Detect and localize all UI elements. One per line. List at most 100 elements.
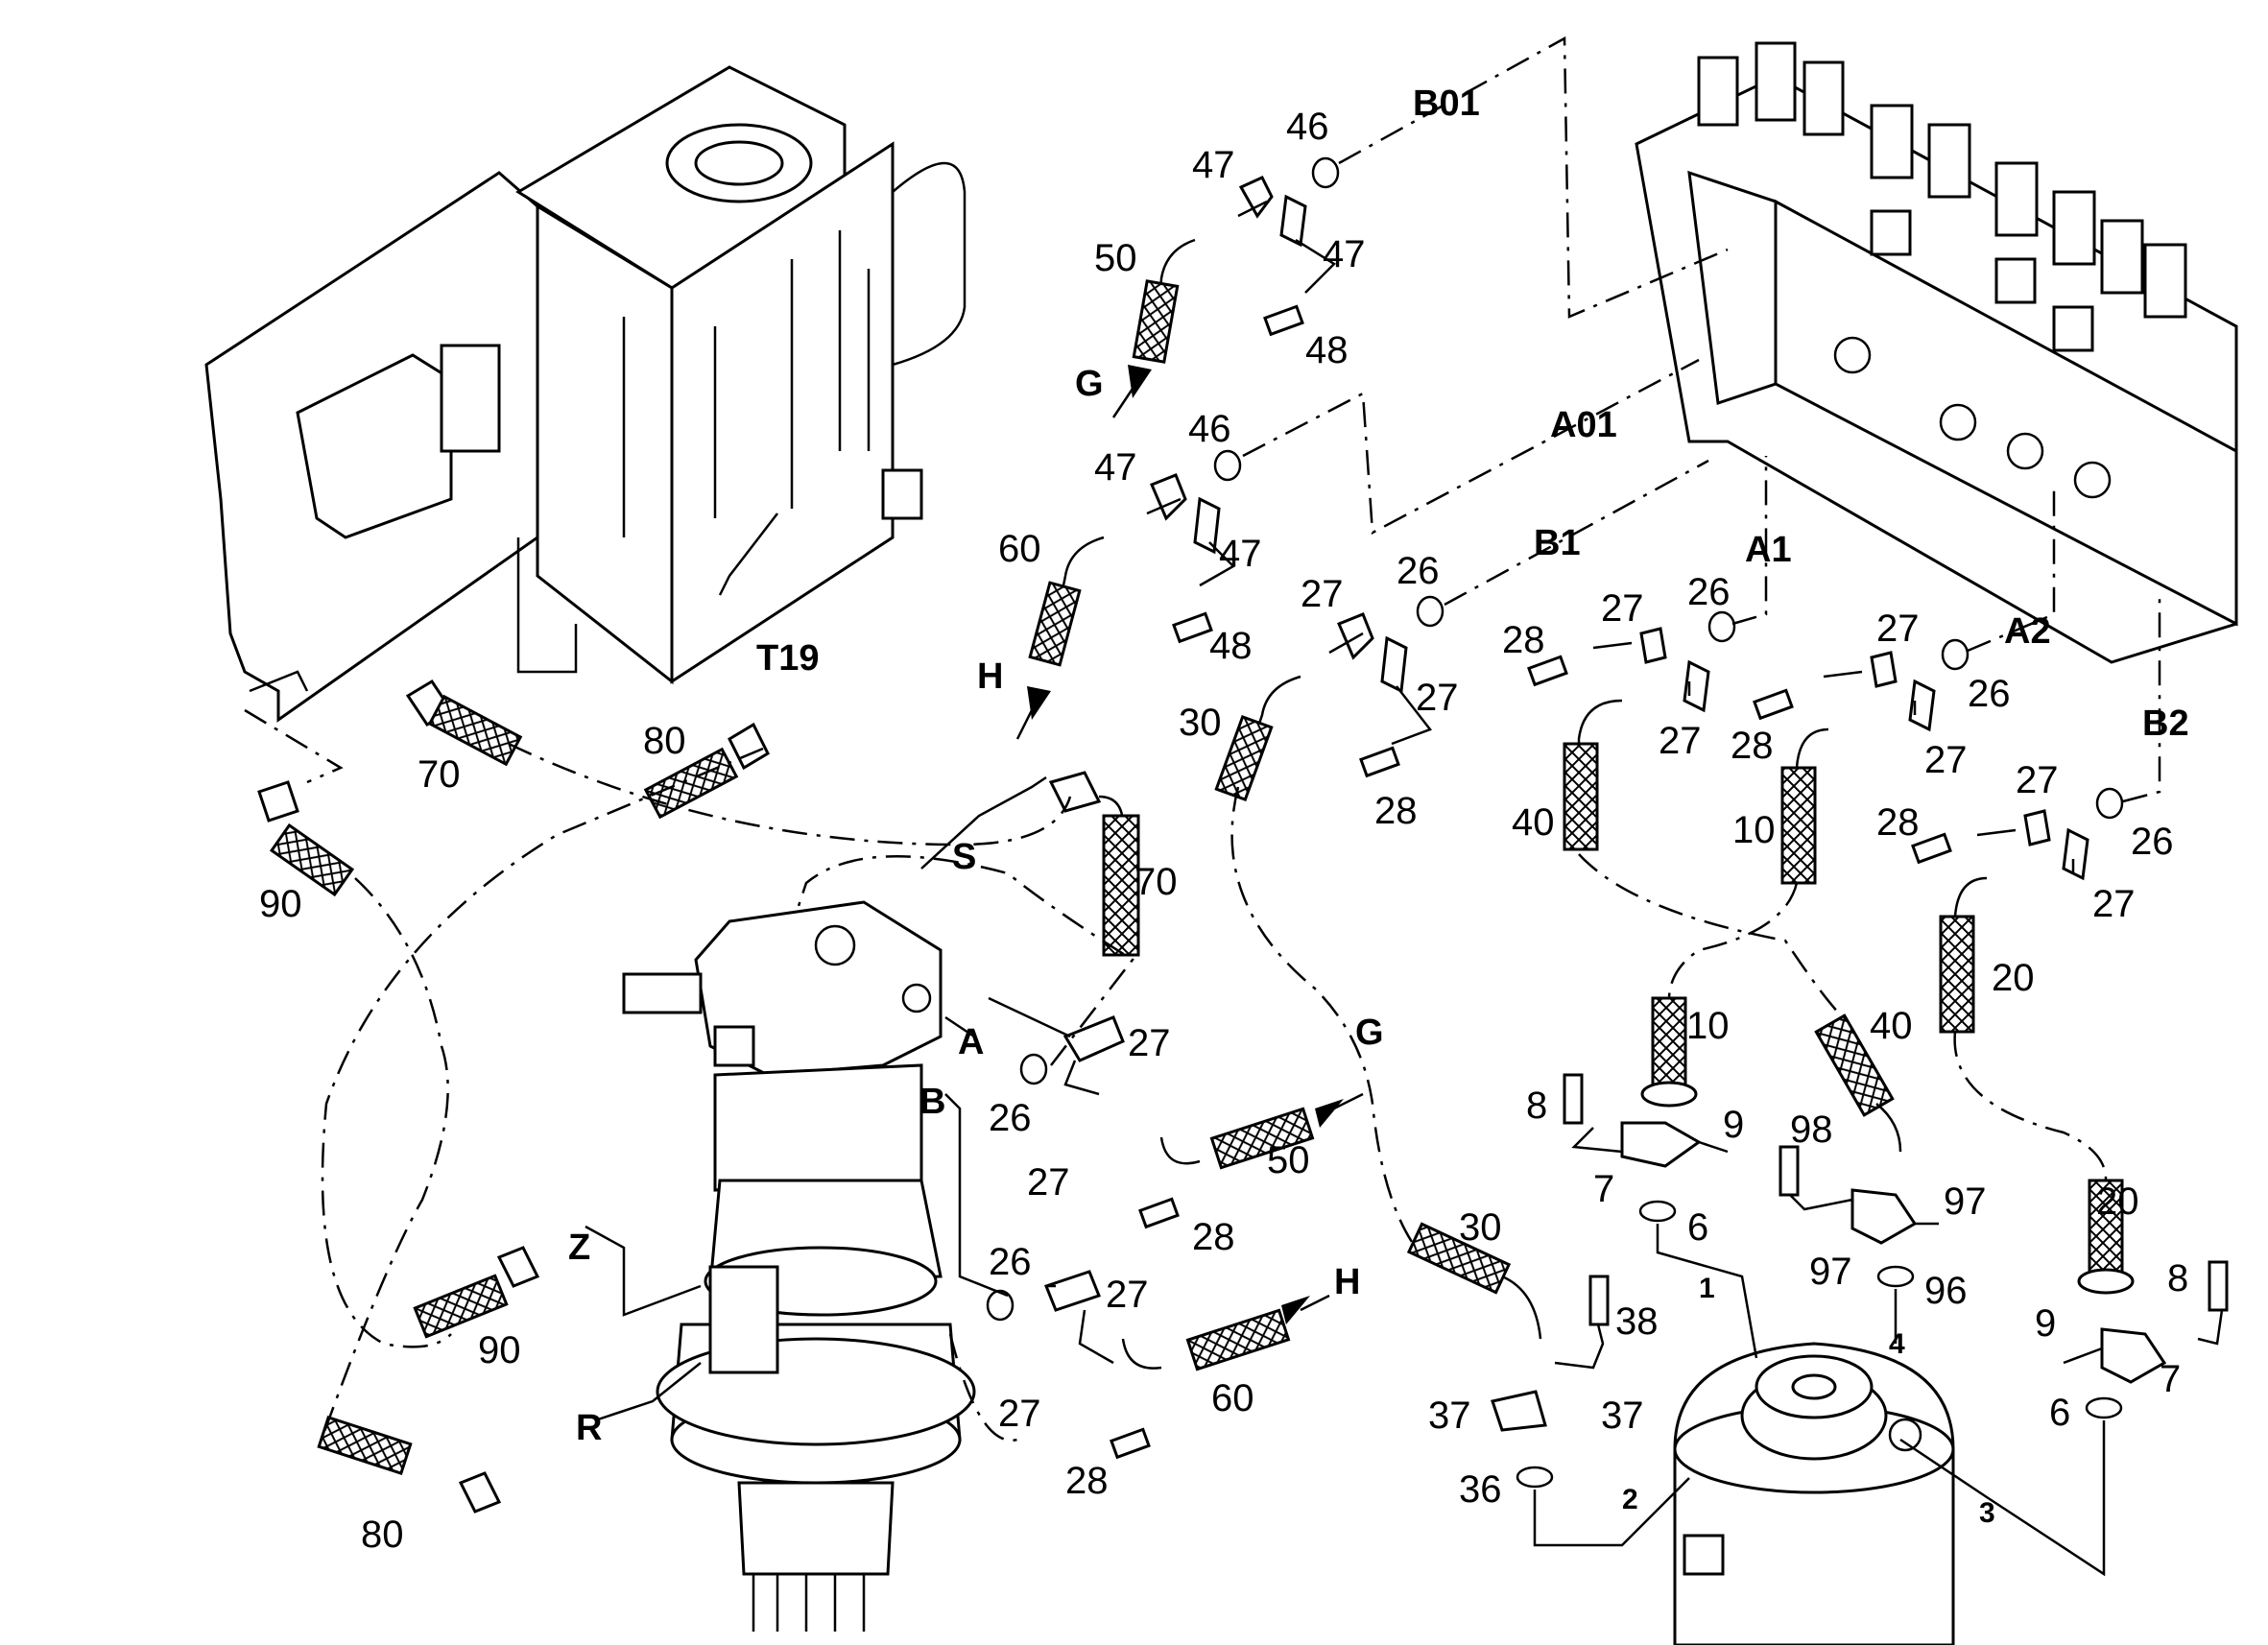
part-label-90: 90 bbox=[478, 1329, 521, 1371]
callout-g-mid: G bbox=[1355, 1013, 1384, 1053]
part-label-27: 27 bbox=[1876, 608, 1920, 650]
leader-lines bbox=[585, 200, 2224, 1577]
part-label-27: 27 bbox=[1301, 573, 1344, 615]
callout-z: Z bbox=[568, 1228, 590, 1268]
callout-a: A bbox=[958, 1022, 984, 1062]
part-label-27: 27 bbox=[1027, 1161, 1070, 1204]
part-label-90: 90 bbox=[259, 883, 302, 925]
callout-g-top: G bbox=[1075, 364, 1104, 404]
o-ring-6-b bbox=[2085, 1396, 2123, 1419]
part-label-27: 27 bbox=[1924, 739, 1968, 781]
o-ring-26-d bbox=[2095, 787, 2124, 820]
part-label-27: 27 bbox=[1128, 1022, 1171, 1064]
part-label-40: 40 bbox=[1870, 1005, 1913, 1047]
part-label-60: 60 bbox=[1211, 1377, 1254, 1419]
part-label-50: 50 bbox=[1094, 237, 1137, 279]
o-ring-26-b bbox=[1707, 610, 1736, 643]
hoses bbox=[257, 238, 2135, 1514]
callout-2: 2 bbox=[1622, 1484, 1638, 1515]
callout-4: 4 bbox=[1889, 1328, 1905, 1360]
part-label-97: 97 bbox=[1944, 1180, 1987, 1223]
part-label-47: 47 bbox=[1094, 446, 1137, 489]
hydraulic-tank-assembly bbox=[204, 65, 967, 723]
part-number-labels: 46 47 47 50 48 46 47 47 60 48 26 27 27 3… bbox=[259, 106, 2188, 1556]
part-label-36: 36 bbox=[1459, 1468, 1502, 1511]
part-label-9: 9 bbox=[1723, 1104, 1744, 1146]
part-label-27: 27 bbox=[1416, 677, 1459, 719]
part-label-27: 27 bbox=[1106, 1274, 1149, 1316]
part-label-46: 46 bbox=[1286, 106, 1329, 148]
o-ring-26-e bbox=[1019, 1053, 1048, 1085]
part-label-37: 37 bbox=[1428, 1395, 1471, 1437]
part-label-26: 26 bbox=[989, 1097, 1032, 1139]
part-label-28: 28 bbox=[1192, 1216, 1235, 1258]
o-ring-96 bbox=[1876, 1265, 1915, 1288]
part-label-50: 50 bbox=[1267, 1139, 1310, 1181]
part-label-60: 60 bbox=[998, 528, 1041, 570]
part-label-6: 6 bbox=[2049, 1392, 2070, 1434]
part-label-7: 7 bbox=[2160, 1358, 2181, 1400]
part-label-97: 97 bbox=[1809, 1251, 1852, 1293]
main-control-valve-assembly bbox=[1635, 41, 2238, 664]
o-ring-46-mid bbox=[1213, 449, 1242, 482]
part-label-26: 26 bbox=[1968, 673, 2011, 715]
part-label-20: 20 bbox=[2096, 1180, 2139, 1223]
part-label-28: 28 bbox=[1876, 801, 1920, 844]
part-label-96: 96 bbox=[1924, 1270, 1968, 1312]
callout-b: B bbox=[919, 1082, 945, 1122]
o-ring-26-f bbox=[986, 1289, 1015, 1322]
part-label-9: 9 bbox=[2035, 1302, 2056, 1345]
routing-lines bbox=[244, 36, 2161, 1442]
part-label-80: 80 bbox=[361, 1514, 404, 1556]
flow-arrows bbox=[1015, 365, 1364, 1324]
part-label-37: 37 bbox=[1601, 1395, 1644, 1437]
part-label-47: 47 bbox=[1323, 233, 1366, 275]
part-label-20: 20 bbox=[1992, 957, 2035, 999]
callout-h-top: H bbox=[977, 656, 1003, 697]
callout-1: 1 bbox=[1699, 1273, 1715, 1304]
part-label-28: 28 bbox=[1065, 1460, 1109, 1502]
part-label-70: 70 bbox=[418, 753, 461, 796]
part-label-70: 70 bbox=[1134, 861, 1178, 903]
part-label-48: 48 bbox=[1305, 329, 1349, 371]
part-label-48: 48 bbox=[1209, 625, 1253, 667]
callout-t19: T19 bbox=[756, 638, 819, 679]
o-ring-26-c bbox=[1941, 638, 1970, 671]
part-label-47: 47 bbox=[1192, 144, 1235, 186]
part-label-26: 26 bbox=[2131, 821, 2174, 863]
part-label-80: 80 bbox=[643, 720, 686, 762]
part-label-8: 8 bbox=[2167, 1257, 2188, 1299]
callout-h-low: H bbox=[1334, 1262, 1360, 1302]
part-label-7: 7 bbox=[1593, 1168, 1614, 1210]
part-label-26: 26 bbox=[1397, 550, 1440, 592]
o-ring-36 bbox=[1516, 1466, 1554, 1489]
o-ring-46-top bbox=[1311, 156, 1340, 189]
callout-3: 3 bbox=[1979, 1497, 1995, 1529]
part-label-27: 27 bbox=[2092, 883, 2136, 925]
callout-r: R bbox=[576, 1408, 602, 1448]
fittings bbox=[986, 156, 2229, 1489]
part-label-26: 26 bbox=[1687, 571, 1731, 613]
callout-a2: A2 bbox=[2004, 611, 2051, 652]
arrow-g-mid bbox=[1315, 1099, 1344, 1128]
arrow-h-top bbox=[1027, 686, 1051, 720]
callout-b1: B1 bbox=[1534, 523, 1581, 563]
part-label-40: 40 bbox=[1512, 801, 1555, 844]
part-label-6: 6 bbox=[1687, 1206, 1708, 1249]
part-label-38: 38 bbox=[1615, 1300, 1659, 1343]
part-label-10: 10 bbox=[1732, 809, 1776, 851]
part-label-28: 28 bbox=[1731, 725, 1774, 767]
swing-motor-assembly bbox=[622, 900, 976, 1632]
part-label-30: 30 bbox=[1459, 1206, 1502, 1249]
callout-labels: B01 A01 B1 A1 A2 B2 T19 G H S A B G H Z … bbox=[568, 83, 2189, 1529]
part-label-27: 27 bbox=[1659, 720, 1702, 762]
callout-b01: B01 bbox=[1413, 83, 1480, 124]
part-label-98: 98 bbox=[1790, 1109, 1833, 1151]
part-label-10: 10 bbox=[1686, 1005, 1730, 1047]
callout-b2: B2 bbox=[2142, 703, 2189, 744]
part-label-27: 27 bbox=[1601, 587, 1644, 630]
part-label-28: 28 bbox=[1374, 790, 1418, 832]
part-label-30: 30 bbox=[1179, 702, 1222, 744]
callout-a01: A01 bbox=[1550, 405, 1617, 445]
